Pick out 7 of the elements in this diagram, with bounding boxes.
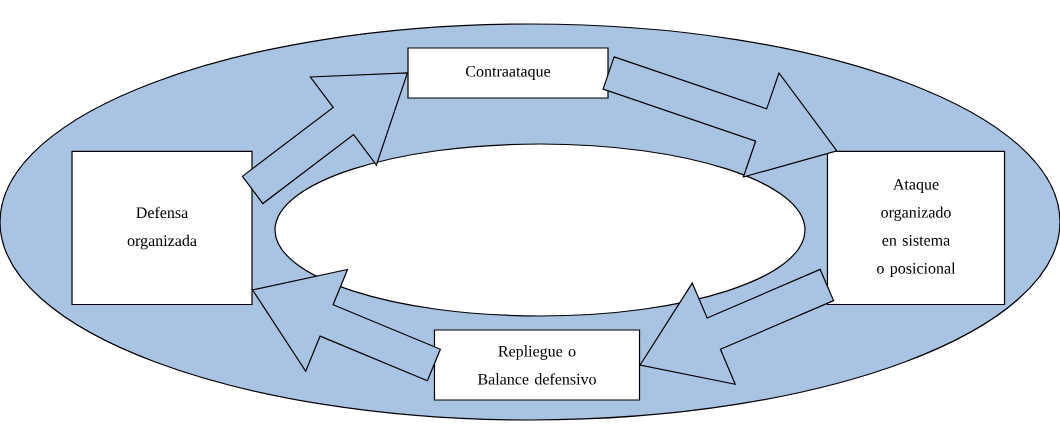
text-box: Defensa organizada xyxy=(71,150,253,306)
block-arrow xyxy=(241,72,409,205)
block-arrow xyxy=(639,268,835,386)
text-box: Contraataque xyxy=(407,47,609,99)
text-box: Ataque organizado en sistema o posicional xyxy=(826,150,1006,306)
block-arrow xyxy=(602,56,838,178)
text-box: Repliegue o Balance defensivo xyxy=(433,329,641,401)
